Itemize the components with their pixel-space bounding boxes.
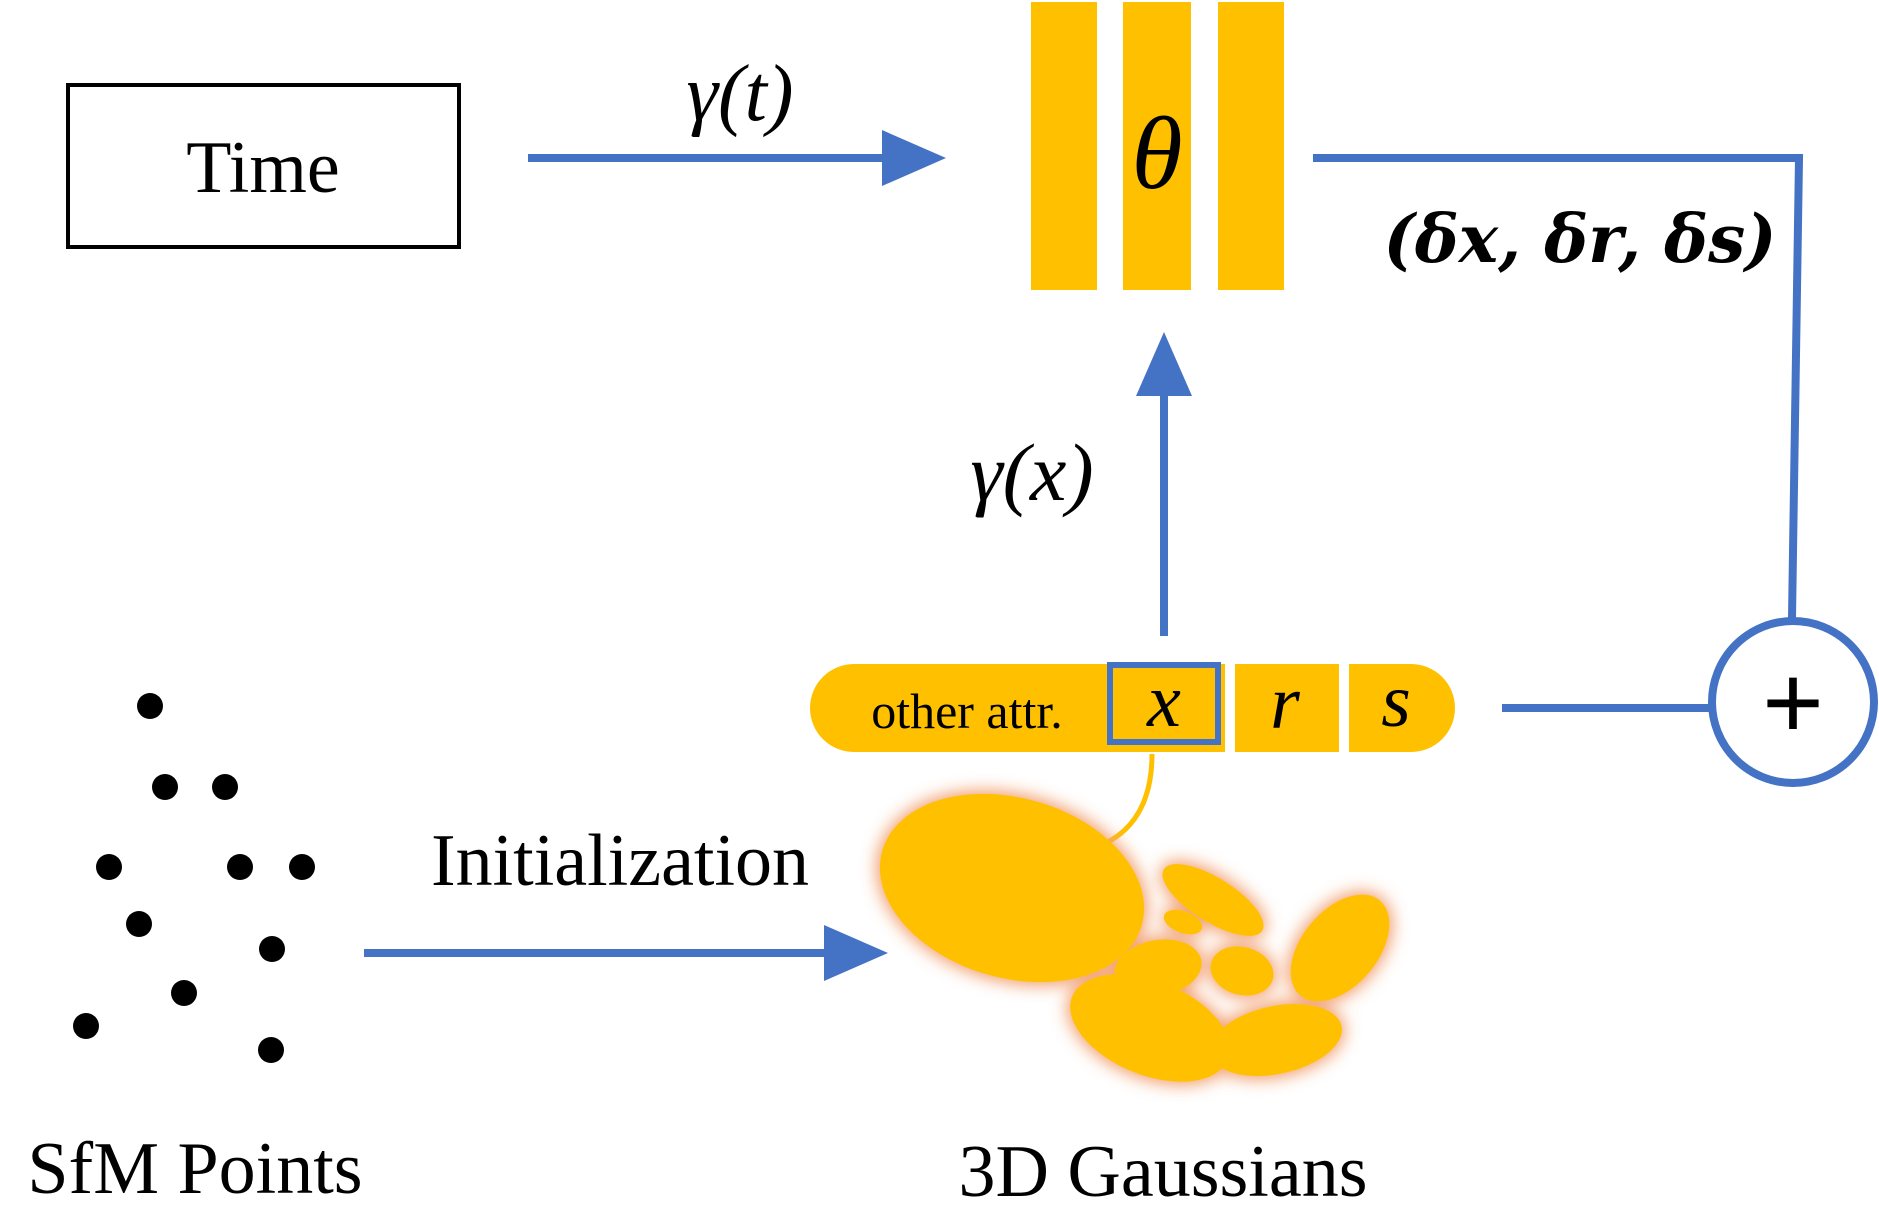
r-attr-label: r <box>1270 661 1300 745</box>
x-to-gaussian-connector <box>1100 753 1155 848</box>
position-encoding-label: γ(x) <box>970 427 1093 518</box>
x-attr-box <box>1107 662 1221 745</box>
network-output-line <box>1313 154 1804 619</box>
attributes-pill <box>810 664 1455 752</box>
x-attr-label: x <box>1146 659 1181 743</box>
network-label: θ <box>1131 96 1182 211</box>
time-encoding-label: γ(t) <box>686 50 793 138</box>
sum-node: + <box>1708 617 1878 787</box>
network-layer-2 <box>1123 2 1191 290</box>
ellipsoid-cluster-icon <box>879 793 1390 1082</box>
network-layer-1 <box>1031 2 1097 290</box>
deformation-label: (δx, δr, δs) <box>1384 200 1777 278</box>
sum-circle <box>1708 617 1878 787</box>
plus-icon: + <box>1762 642 1825 764</box>
time-node: Time <box>66 83 461 249</box>
attr-divider-2 <box>1339 662 1349 754</box>
sfm-points-label: SfM Points <box>27 1128 362 1210</box>
s-attr-label: s <box>1381 659 1411 743</box>
other-attr-label: other attr. <box>871 683 1063 739</box>
initialization-label: Initialization <box>431 820 809 902</box>
gaussians-label: 3D Gaussians <box>958 1131 1367 1213</box>
deformation-network: θ <box>1031 2 1284 290</box>
gaussian-attributes-bar: other attr. x r s <box>810 659 1455 754</box>
network-layer-3 <box>1218 2 1284 290</box>
time-box <box>66 83 461 249</box>
attr-divider-1 <box>1225 662 1235 754</box>
time-label: Time <box>186 127 340 209</box>
point-cloud-icon <box>73 693 315 1063</box>
